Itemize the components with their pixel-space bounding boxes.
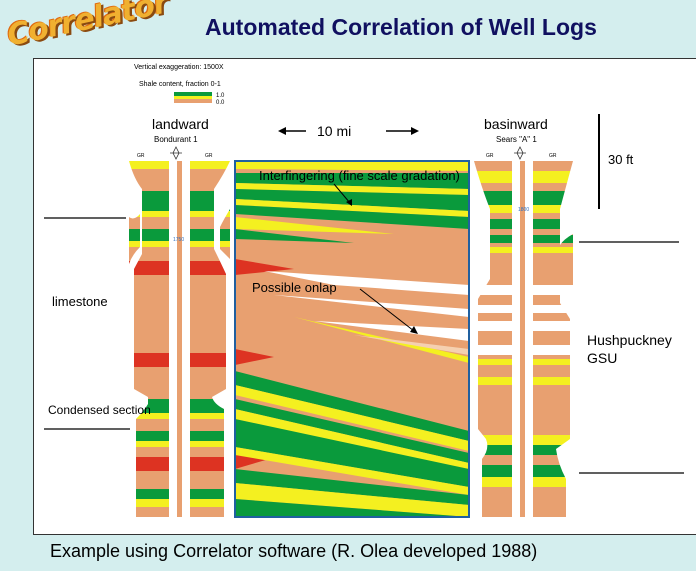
- figure-caption: Example using Correlator software (R. Ol…: [50, 541, 538, 561]
- gsu-label: GSU: [587, 350, 617, 366]
- right-depth-marker: 1800: [518, 207, 529, 213]
- condensed-label: Condensed section: [48, 403, 151, 417]
- hushpuckney-label: Hushpuckney: [587, 332, 672, 348]
- right-well-symbol: [514, 146, 526, 160]
- legend-high: 1.0: [216, 93, 225, 99]
- onlap-arrow: [359, 288, 415, 332]
- limestone-label: limestone: [52, 294, 108, 309]
- page-title: Automated Correlation of Well Logs: [205, 14, 597, 40]
- interfingering-label: Interfingering (fine scale gradation): [259, 168, 460, 183]
- onlap-arrowhead: [410, 326, 418, 334]
- legend-yellow-swatch: [174, 96, 212, 99]
- distance-arrowhead-left: [278, 127, 286, 135]
- basinward-label: basinward: [484, 116, 548, 132]
- landward-well-log: GR GR: [129, 146, 230, 517]
- right-gr-label-2: GR: [549, 153, 557, 159]
- interfingering-arrowhead: [346, 199, 352, 206]
- legend-shale: Shale content, fraction 0-1: [139, 81, 221, 88]
- landward-label: landward: [152, 116, 209, 132]
- left-gr-label-2: GR: [205, 153, 213, 159]
- legend-low: 0.0: [216, 100, 225, 106]
- left-well-symbol: [170, 146, 182, 160]
- basinward-well-log: GR GR: [474, 146, 573, 517]
- basinward-well-name: Sears "A" 1: [496, 135, 537, 144]
- interfingering-arrow: [333, 183, 351, 204]
- left-gr-label-1: GR: [137, 153, 145, 159]
- correlation-panel-border: [234, 160, 470, 518]
- correlator-logo: Correlator: [4, 0, 171, 54]
- landward-well-name: Bondurant 1: [154, 135, 198, 144]
- distance-label: 10 mi: [317, 123, 351, 139]
- onlap-label: Possible onlap: [252, 280, 337, 295]
- correlation-panel: [235, 161, 469, 517]
- distance-arrowhead-right: [411, 127, 419, 135]
- figure-panel: Vertical exaggeration: 1500X Shale conte…: [33, 58, 696, 535]
- scale-label: 30 ft: [608, 152, 634, 167]
- right-gr-label-1: GR: [486, 153, 494, 159]
- legend-green-swatch: [174, 92, 212, 96]
- legend-exaggeration: Vertical exaggeration: 1500X: [134, 64, 224, 71]
- correlation-figure: Vertical exaggeration: 1500X Shale conte…: [44, 64, 684, 518]
- legend-tan-swatch: [174, 99, 212, 103]
- left-depth-marker: 1750: [173, 237, 184, 243]
